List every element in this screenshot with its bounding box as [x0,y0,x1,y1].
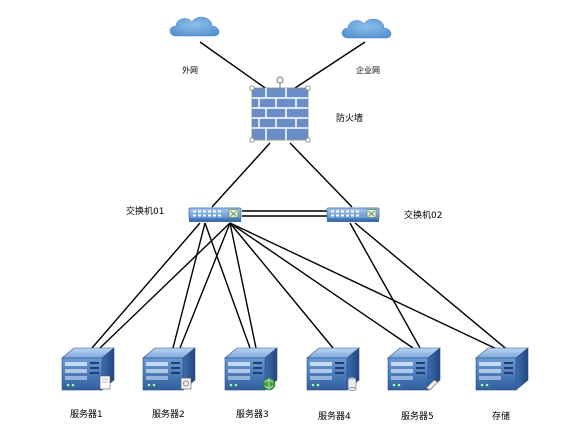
label-switch-01: 交换机01 [126,207,165,217]
server-icon-5 [387,347,441,391]
link-firewall-switch2 [289,142,353,208]
link-switch1-server3 [204,222,251,349]
label-storage: 存储 [492,412,511,422]
label-switch-02: 交换机02 [404,211,443,221]
label-server-4: 服务器4 [318,412,351,422]
firewall-icon [249,76,311,143]
link-switch1-server5 [229,222,414,349]
connection-lines [91,41,511,353]
link-switch2-server5 [349,222,421,349]
server-icon-1 [61,347,115,391]
switch-icon-01 [188,207,242,223]
link-switch1-server4 [229,222,334,349]
cloud-icon-internet [169,16,220,37]
switch-icon-02 [326,207,380,223]
link-switch1-storage [229,222,504,353]
label-internet: 外网 [182,66,198,75]
link-switch1-server2 [172,222,206,349]
link-switch1-server2-b [179,222,231,349]
link-enterprise-firewall [291,41,366,91]
label-server-5: 服务器5 [401,412,434,422]
label-server-3: 服务器3 [236,410,269,420]
label-server-1: 服务器1 [70,410,103,420]
link-switch1-server3-b [229,222,257,349]
label-server-2: 服务器2 [152,410,185,420]
link-switch2-storage [354,222,511,353]
storage-icon [475,347,529,391]
server-icon-4 [306,347,360,391]
link-internet-firewall [199,41,269,91]
link-firewall-switch1 [211,142,271,208]
cloud-icon-enterprise [341,18,392,39]
server-icon-2 [142,347,196,391]
label-firewall: 防火墙 [336,114,364,124]
server-icon-3 [224,347,278,391]
link-switch1-server1 [91,222,201,349]
label-enterprise-net: 企业网 [356,66,380,75]
link-switch1-server1-b [99,222,231,349]
